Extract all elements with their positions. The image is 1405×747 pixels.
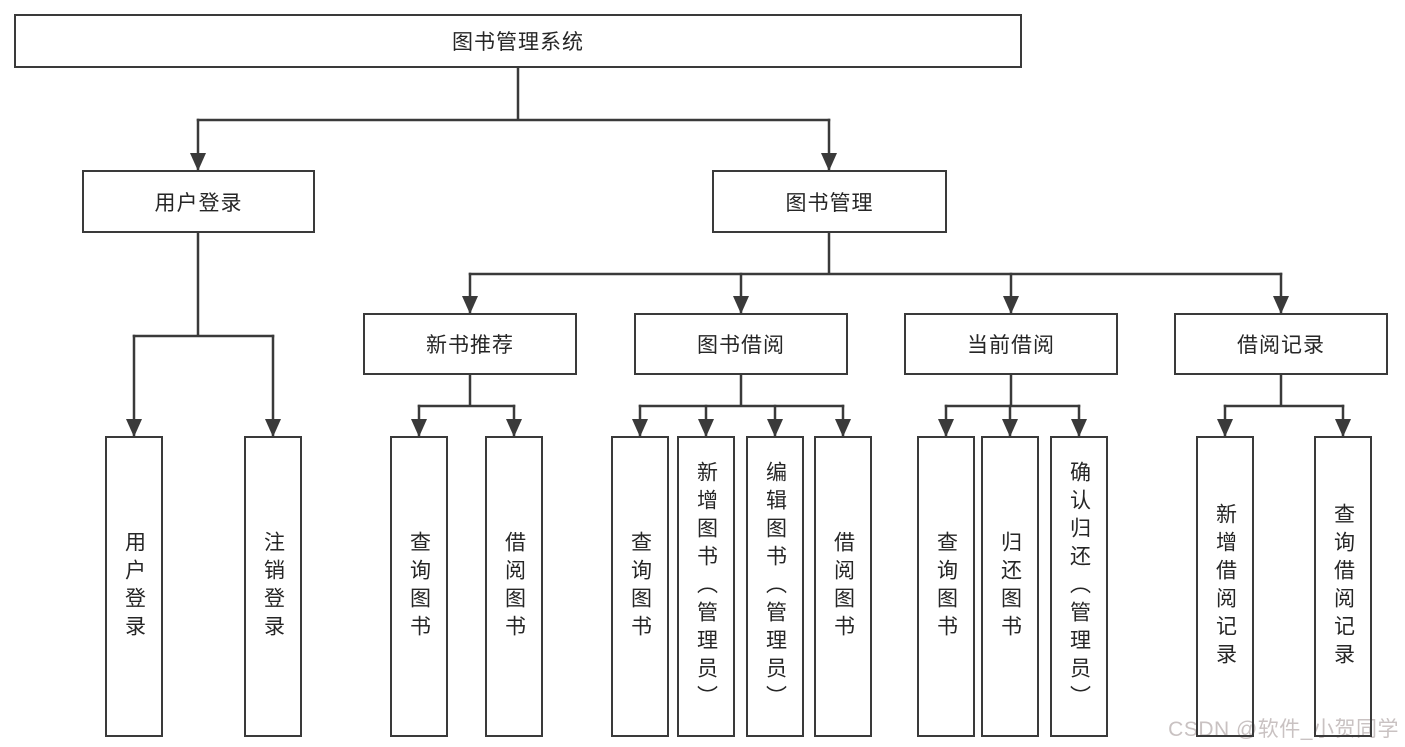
connector-trunk-book-borrowing <box>638 373 845 408</box>
leaf-edit-book-admin: 编辑图书（管理员） <box>746 436 804 737</box>
leaf-query-books-recommend: 查询图书 <box>390 436 448 737</box>
leaf-user-login: 用户登录 <box>105 436 163 737</box>
leaf-query-borrow-record: 查询借阅记录 <box>1314 436 1372 737</box>
node-current-borrowing: 当前借阅 <box>904 313 1118 375</box>
leaf-borrow-books-borrowing: 借阅图书 <box>814 436 872 737</box>
node-book-management: 图书管理 <box>712 170 947 233</box>
connector-trunk-borrowing-records <box>1223 373 1345 408</box>
connector-trunk-book-management <box>468 231 1283 276</box>
connector-trunk-current-borrowing <box>944 373 1081 408</box>
node-new-book-recommend: 新书推荐 <box>363 313 577 375</box>
node-user-login: 用户登录 <box>82 170 315 233</box>
node-book-borrowing: 图书借阅 <box>634 313 848 375</box>
node-library-system: 图书管理系统 <box>14 14 1022 68</box>
leaf-logout: 注销登录 <box>244 436 302 737</box>
leaf-return-books: 归还图书 <box>981 436 1039 737</box>
leaf-add-book-admin: 新增图书（管理员） <box>677 436 735 737</box>
node-borrowing-records: 借阅记录 <box>1174 313 1388 375</box>
leaf-borrow-books-recommend: 借阅图书 <box>485 436 543 737</box>
connector-trunk-user-login <box>132 231 275 338</box>
connector-trunk-new-book <box>417 373 516 408</box>
leaf-query-books-current: 查询图书 <box>917 436 975 737</box>
csdn-watermark: CSDN @软件_小贺同学 <box>1168 718 1399 741</box>
leaf-add-borrow-record: 新增借阅记录 <box>1196 436 1254 737</box>
connector-trunk-root <box>196 66 831 122</box>
leaf-confirm-return-admin: 确认归还（管理员） <box>1050 436 1108 737</box>
leaf-query-books-borrowing: 查询图书 <box>611 436 669 737</box>
